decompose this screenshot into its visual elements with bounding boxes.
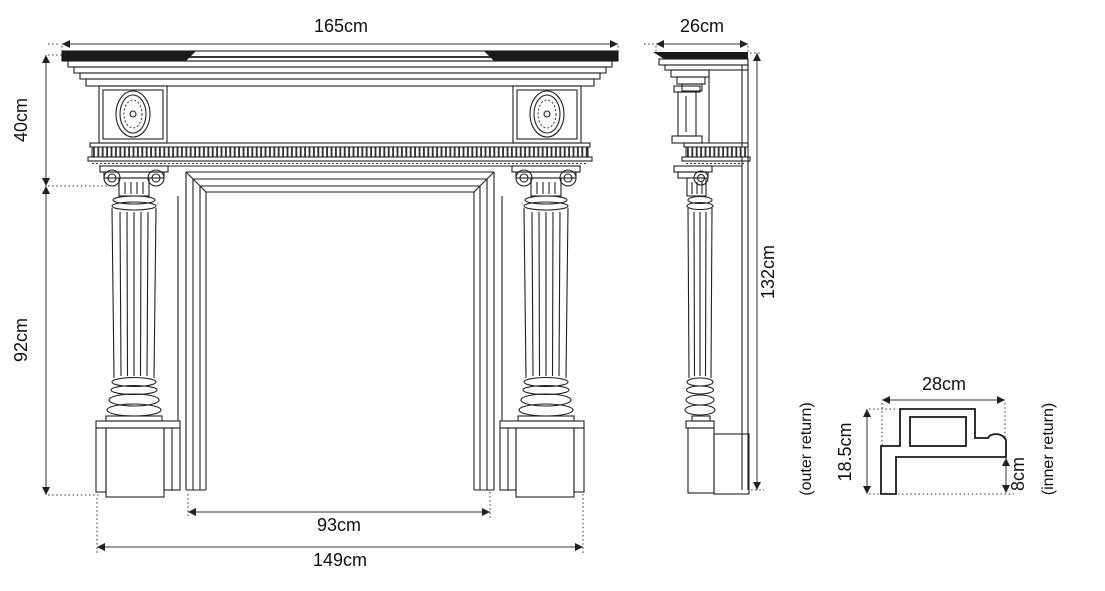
dim-label-26cm: 26cm — [680, 16, 724, 36]
section-profile — [880, 408, 1007, 495]
dim-label-93cm: 93cm — [317, 515, 361, 535]
miter-joint — [185, 171, 207, 193]
dim-overall-width: 165cm — [48, 16, 619, 53]
right-ionic-capital — [511, 165, 581, 197]
front-elevation-view: 165cm 40cm 92cm 93cm 149cm — [11, 16, 619, 570]
side-console-bracket — [677, 91, 697, 137]
dim-leg-width: 28cm — [881, 374, 1006, 445]
dim-label-165cm: 165cm — [314, 16, 368, 36]
side-base-blocks — [685, 420, 750, 495]
dim-label-149cm: 149cm — [313, 550, 367, 570]
rosette-paterae — [529, 90, 565, 138]
dim-label-18.5cm: 18.5cm — [835, 422, 855, 481]
console-base — [671, 135, 703, 144]
miter-joint — [473, 171, 495, 193]
dim-label-28cm: 28cm — [922, 374, 966, 394]
shelf-top-left-end — [62, 51, 196, 61]
dim-inner-return: 8cm (inner return) — [898, 403, 1057, 495]
dim-opening-width: 93cm — [187, 492, 491, 535]
right-corbel-block — [512, 85, 582, 144]
dim-label-8cm: 8cm — [1008, 457, 1028, 491]
return-section-view: 28cm 18.5cm (outer return) 8cm (inner re… — [798, 374, 1057, 496]
rosette-paterae — [115, 90, 151, 138]
side-elevation-view: 26cm 132cm — [644, 16, 778, 495]
left-corbel-block — [98, 85, 168, 144]
side-column — [684, 195, 716, 422]
right-plinth-block — [499, 420, 585, 498]
side-dentil-course — [681, 142, 751, 167]
section-inner-recess — [909, 416, 967, 447]
mantel-shelf — [61, 50, 619, 87]
inner-return-label: (inner return) — [1040, 403, 1057, 495]
dim-outer-return: 18.5cm (outer return) — [798, 402, 898, 496]
dentil-course — [87, 142, 593, 167]
dim-overall-height: 132cm — [750, 52, 778, 491]
left-plinth-block — [95, 420, 181, 498]
left-fluted-column — [105, 195, 163, 422]
dim-heights-left: 40cm 92cm — [11, 54, 120, 496]
side-capital — [673, 165, 713, 197]
shelf-top-right-end — [484, 51, 618, 61]
dim-base-width: 149cm — [96, 494, 584, 570]
left-ionic-capital — [99, 165, 169, 197]
right-fluted-column — [517, 195, 575, 422]
side-frieze-panel — [671, 59, 749, 490]
dim-shelf-depth: 26cm — [644, 16, 749, 53]
outer-return-label: (outer return) — [798, 402, 815, 495]
dim-label-40cm: 40cm — [11, 98, 31, 142]
dim-label-132cm: 132cm — [758, 245, 778, 299]
dim-label-92cm: 92cm — [11, 318, 31, 362]
fireplace-opening-frame — [185, 171, 495, 491]
side-shelf-cornice — [653, 52, 749, 92]
